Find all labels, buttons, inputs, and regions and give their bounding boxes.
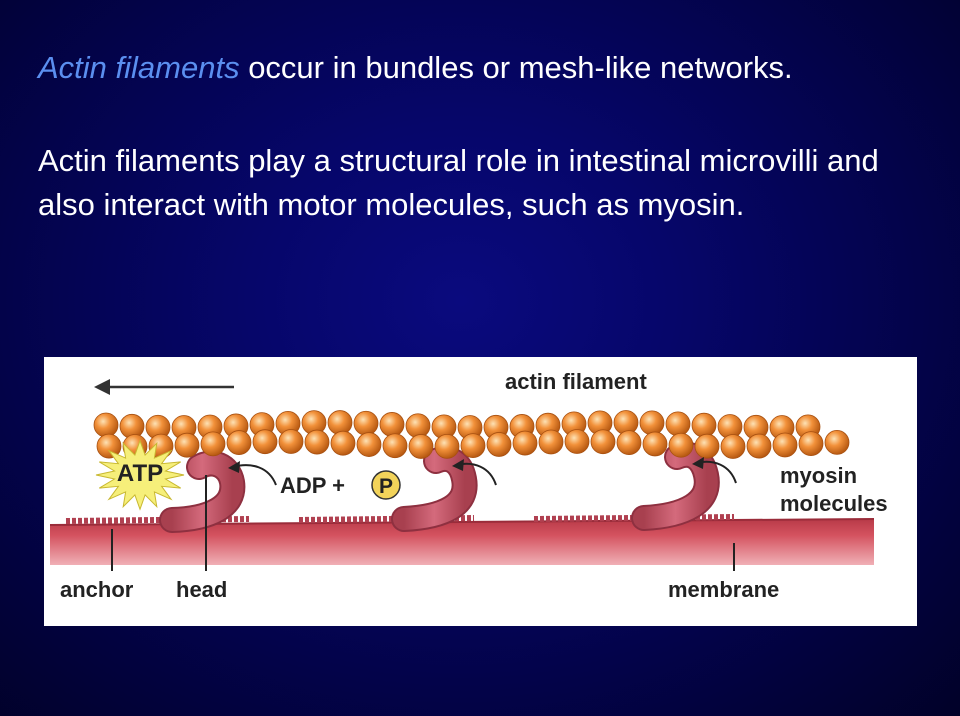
actin-bead — [327, 410, 353, 435]
actin-myosin-diagram: ATP ADP + P actin filament myosin molecu… — [44, 357, 917, 626]
membrane-label: membrane — [668, 577, 779, 602]
adp-label: ADP + — [280, 473, 345, 498]
actin-bead — [772, 432, 798, 458]
headline-emphasis: Actin filaments — [38, 50, 240, 85]
headline-rest: occur in bundles or mesh-like networks. — [239, 50, 793, 85]
actin-bead — [486, 432, 512, 457]
atp-label: ATP — [117, 460, 163, 487]
actin-filament-beads — [93, 410, 850, 459]
myosin-head-3 — [631, 441, 720, 531]
actin-bead — [353, 410, 379, 436]
actin-bead — [330, 430, 356, 456]
actin-bead — [691, 412, 717, 438]
actin-bead — [639, 410, 665, 436]
actin-bead — [824, 430, 850, 455]
slide-headline: Actin filaments occur in bundles or mesh… — [38, 50, 793, 86]
actin-bead — [642, 431, 668, 457]
actin-bead — [304, 429, 330, 455]
actin-bead — [746, 433, 772, 459]
diagram-canvas: ATP ADP + P actin filament myosin molecu… — [49, 369, 888, 602]
anchor-label: anchor — [60, 577, 134, 602]
phosphate-label: P — [379, 475, 393, 498]
myosin-head-2 — [391, 445, 478, 532]
atp-starburst-icon — [95, 439, 185, 511]
actin-bead — [278, 429, 304, 454]
actin-bead — [408, 434, 434, 459]
actin-bead — [668, 432, 694, 458]
phosphate-circle-icon — [371, 470, 401, 500]
actin-bead — [665, 411, 691, 437]
actin-bead — [96, 433, 122, 459]
actin-bead — [616, 430, 642, 456]
membrane-band — [50, 519, 874, 565]
myosin-head-1 — [159, 450, 246, 533]
myosin-label-line1: myosin — [780, 463, 857, 488]
myosin-label-line2: molecules — [780, 491, 888, 516]
head-label: head — [176, 577, 227, 602]
actin-bead — [252, 429, 278, 455]
actin-bead — [564, 429, 590, 454]
anchor-strip-3 — [533, 514, 735, 522]
actin-bead — [798, 431, 824, 457]
actin-bead — [694, 433, 720, 459]
actin-bead — [174, 432, 200, 458]
actin-bead — [460, 433, 486, 459]
actin-bead — [226, 430, 252, 455]
actin-bead — [434, 433, 460, 459]
actin-bead — [93, 412, 119, 438]
actin-bead — [720, 434, 746, 459]
body-paragraph: Actin filaments play a structural role i… — [38, 143, 879, 222]
actin-bead — [356, 432, 382, 457]
curved-arrow-icon-1 — [228, 461, 277, 486]
left-arrow-icon — [94, 379, 234, 395]
actin-bead — [200, 431, 226, 457]
actin-bead — [382, 433, 408, 459]
actin-bead — [590, 429, 616, 455]
actin-bead — [379, 412, 405, 437]
curved-arrow-icon-3 — [692, 457, 737, 484]
actin-bead — [405, 413, 431, 439]
curved-arrow-icon-2 — [452, 459, 497, 486]
actin-filament-label: actin filament — [505, 369, 647, 394]
actin-bead — [538, 429, 564, 455]
actin-bead — [512, 430, 538, 456]
